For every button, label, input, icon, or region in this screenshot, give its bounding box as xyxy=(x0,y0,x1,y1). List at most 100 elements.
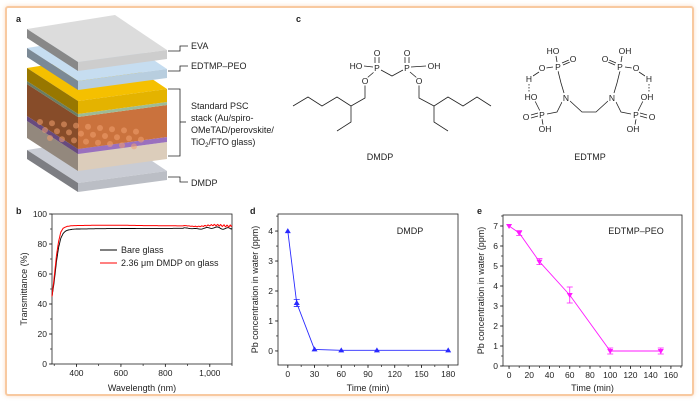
edtmp-callout-line xyxy=(168,65,188,72)
chemical-structures xyxy=(292,55,650,132)
data-point-marker xyxy=(445,347,452,353)
dmdp-atom: HO xyxy=(350,61,363,71)
x-tick-label: 120 xyxy=(388,369,402,379)
data-point-marker xyxy=(373,347,380,353)
series-line-2 xyxy=(51,223,233,297)
edtmp-structure-name: EDTMP xyxy=(574,152,606,162)
y-tick-label: 2 xyxy=(268,286,273,296)
x-tick-label: 150 xyxy=(414,369,428,379)
perovskite-grain xyxy=(83,138,89,145)
edtmp-atom: O xyxy=(649,112,656,122)
dmdp-bond xyxy=(409,71,418,79)
edtmp-atom: O xyxy=(633,63,640,73)
edtmp-bond xyxy=(613,70,621,94)
y-tick-label: 3 xyxy=(268,256,273,266)
x-tick-label: 180 xyxy=(441,369,455,379)
dmdp-structure-name: DMDP xyxy=(367,152,394,162)
eva-layer-right-face xyxy=(78,50,167,71)
perovskite-grain xyxy=(138,136,144,143)
perovskite-grain xyxy=(95,139,101,146)
edtmp-bond xyxy=(546,101,563,115)
dmdp-bond xyxy=(380,69,404,77)
panel-label-b: b xyxy=(16,206,22,216)
edtmp-bond xyxy=(608,59,617,64)
figure-frame xyxy=(5,6,694,396)
gold-layer-right-face xyxy=(78,89,167,114)
x-tick-label: 400 xyxy=(69,368,83,378)
y-axis-title: Pb concentration in water (ppm) xyxy=(250,226,260,354)
x-tick-label: 120 xyxy=(623,370,637,380)
y-tick-label: 0 xyxy=(268,346,273,356)
x-axis-title: Time (min) xyxy=(571,383,614,393)
label-psc-1: Standard PSC xyxy=(191,101,249,111)
dmdp-bond xyxy=(363,65,374,68)
perovskite-grain xyxy=(85,123,91,130)
perovskite-grain xyxy=(66,129,72,136)
x-tick-label: 800 xyxy=(158,368,172,378)
edtmp-bond xyxy=(638,71,646,77)
legend-label: Bare glass xyxy=(121,245,164,255)
dmdp-bond xyxy=(433,106,449,132)
edtmp-bond xyxy=(639,115,648,119)
perovskite-grain xyxy=(59,136,65,143)
perovskite-grain xyxy=(102,133,108,139)
perovskite-grain xyxy=(61,121,67,128)
x-tick-label: 600 xyxy=(114,368,128,378)
x-tick-label: 0 xyxy=(285,369,290,379)
tio2-layer-left-face xyxy=(27,116,78,154)
spiro-layer-right-face xyxy=(78,102,167,117)
label-psc-3: OMeTAD/perovskite/ xyxy=(191,125,274,135)
edtmp-bond xyxy=(624,66,633,69)
label-psc-4: TiO2/FTO glass) xyxy=(191,137,255,149)
edtmp-atom: OH xyxy=(539,124,552,134)
perovskite-grain xyxy=(97,125,103,131)
edtmp-bond xyxy=(561,59,570,64)
dmdp-atom: P xyxy=(374,63,380,73)
x-axis-title: Time (min) xyxy=(347,383,390,393)
edtmp-atom: P xyxy=(555,62,561,72)
edtmp-bond xyxy=(557,70,565,94)
edtmp-bond xyxy=(607,61,616,66)
fto-layer-left-face xyxy=(27,121,78,171)
y-axis-title: Transmittance (%) xyxy=(19,252,29,325)
y-tick-label: 40 xyxy=(38,299,48,309)
edtmp-atom: OH xyxy=(641,92,654,102)
y-axis-title: Pb concentration in water (ppm) xyxy=(476,227,486,355)
edtmp-bond xyxy=(555,55,558,63)
label-psc-4-sub: 2 xyxy=(205,143,209,149)
y-tick-label: 7 xyxy=(493,221,498,231)
perovskite-grain xyxy=(54,128,60,135)
y-tick-label: 4 xyxy=(268,226,273,236)
perovskite-grain xyxy=(126,135,132,142)
y-tick-label: 1 xyxy=(493,341,498,351)
x-tick-label: 80 xyxy=(585,370,595,380)
edtmp-bond xyxy=(562,61,571,66)
perovskite-grain xyxy=(37,119,43,125)
data-point-marker xyxy=(293,299,300,305)
perovskite-grain xyxy=(47,135,53,141)
x-tick-label: 20 xyxy=(525,370,535,380)
data-point-marker xyxy=(657,349,664,354)
label-psc-4-pre: TiO xyxy=(191,137,205,147)
perovskite-grain xyxy=(71,137,77,144)
perovskite-grain xyxy=(119,142,125,149)
label-psc-2: stack (Au/spiro- xyxy=(191,113,254,123)
device-stack-illustration xyxy=(27,15,167,192)
stack-callouts xyxy=(168,45,188,183)
series-annotation: DMDP xyxy=(397,226,424,236)
perovskite-grain xyxy=(131,143,137,150)
x-tick-label: 30 xyxy=(310,369,320,379)
edtmp-bond xyxy=(532,71,540,77)
perovskite-grain xyxy=(42,127,48,133)
y-tick-label: 3 xyxy=(493,301,498,311)
perovskite-grain xyxy=(90,131,96,138)
edtmp-bond xyxy=(637,100,644,112)
panel-label-e: e xyxy=(477,206,482,216)
legend-label: 2.36 μm DMDP on glass xyxy=(121,258,219,268)
x-tick-label: 140 xyxy=(644,370,658,380)
y-tick-label: 60 xyxy=(38,269,48,279)
panel-label-c: c xyxy=(296,14,301,24)
